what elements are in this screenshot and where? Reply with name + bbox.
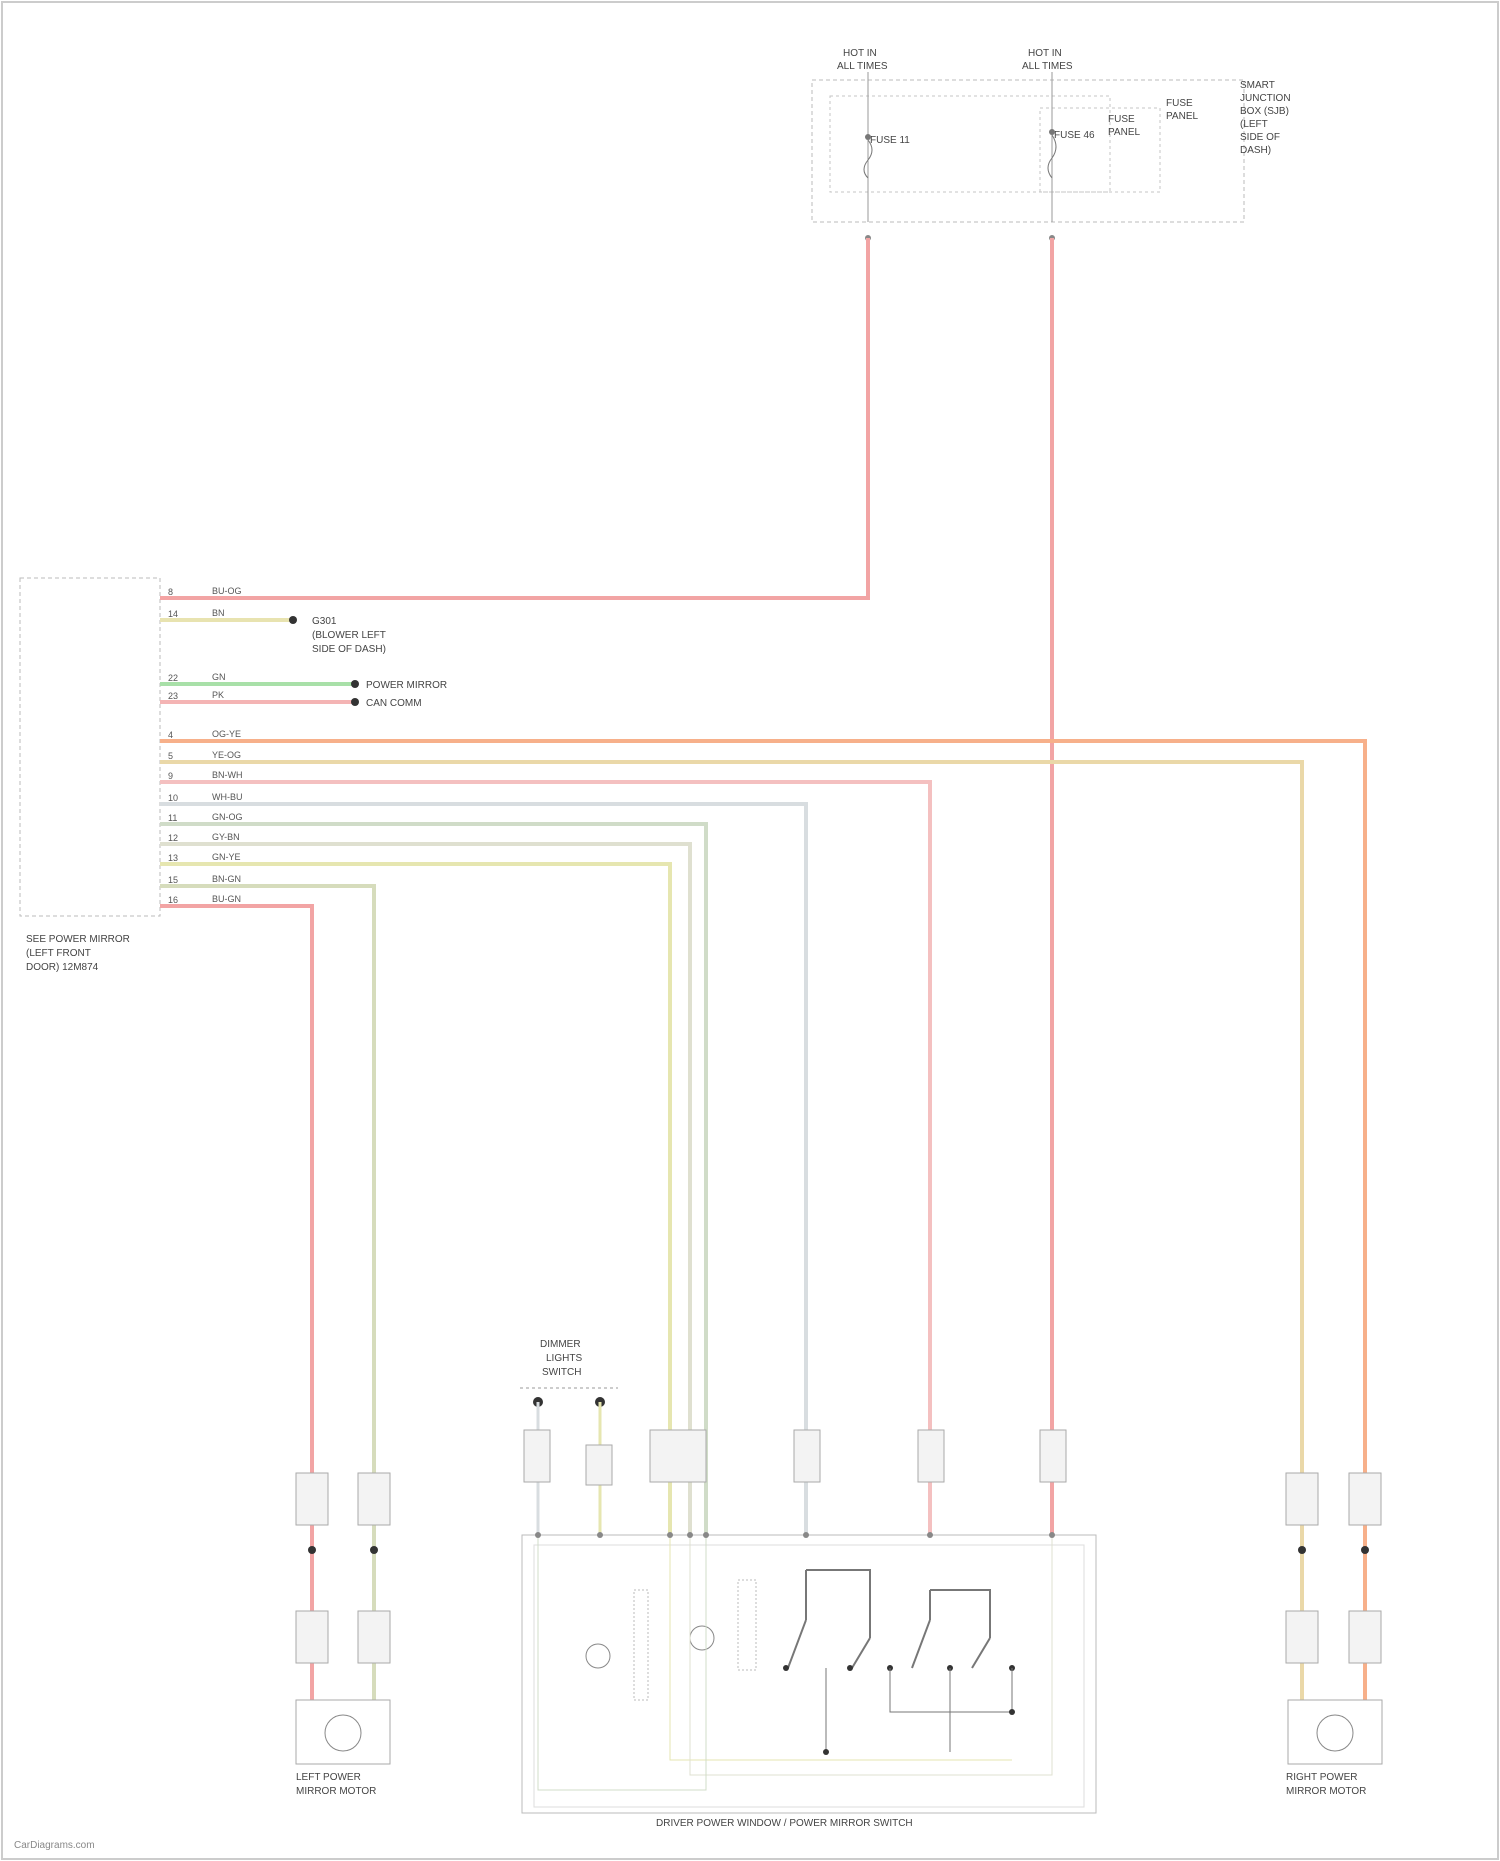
switch-lamp-icon — [690, 1626, 714, 1650]
feed-left-line1: HOT IN — [843, 48, 877, 59]
power-mirror-module: SEE POWER MIRROR (LEFT FRONT DOOR) 12M87… — [20, 578, 160, 973]
module-wire-code: GY-BN — [212, 832, 240, 842]
module-wire-code: YE-OG — [212, 750, 241, 760]
dimmer-label-1: DIMMER — [540, 1339, 581, 1350]
feed-left-line2: ALL TIMES — [837, 61, 888, 72]
left-motor-icon — [325, 1715, 361, 1751]
module-wire-code: GN-OG — [212, 812, 243, 822]
module-pin-number: 5 — [168, 751, 173, 761]
fuse-box-title-4: (LEFT — [1240, 119, 1268, 130]
ref-dot-can — [351, 698, 359, 706]
right-mirror-motor: RIGHT POWER MIRROR MOTOR — [1286, 1473, 1382, 1797]
ref-g301-3: SIDE OF DASH) — [312, 644, 386, 655]
watermark: CarDiagrams.com — [14, 1840, 95, 1851]
fuse-panel-label-1a: FUSE — [1108, 114, 1135, 125]
fuse-box: HOT IN ALL TIMES HOT IN ALL TIMES SMART … — [812, 48, 1291, 241]
g301-ground-dot — [289, 616, 297, 624]
dimmer-lamp-icon — [586, 1644, 610, 1668]
module-pin-number: 14 — [168, 609, 178, 619]
module-wire-code: GN-YE — [212, 852, 241, 862]
module-pin-number: 16 — [168, 895, 178, 905]
module-wire-code: PK — [212, 690, 224, 700]
fuse-panel-label-2b: PANEL — [1166, 111, 1198, 122]
module-wire-code: BN-WH — [212, 770, 243, 780]
module-pin-number: 9 — [168, 771, 173, 781]
module-wire-code: BU-OG — [212, 586, 242, 596]
module-pin-number: 12 — [168, 833, 178, 843]
fuse-box-title-6: DASH) — [1240, 145, 1271, 156]
module-label-3: DOOR) 12M874 — [26, 962, 99, 973]
ref-g301-2: (BLOWER LEFT — [312, 630, 386, 641]
fuse-box-title-1: SMART — [1240, 80, 1275, 91]
left-mirror-motor: LEFT POWER MIRROR MOTOR — [296, 1473, 390, 1797]
module-pin-number: 22 — [168, 673, 178, 683]
module-wire-code: WH-BU — [212, 792, 243, 802]
module-wire-code: OG-YE — [212, 729, 241, 739]
fuse-box-title-3: BOX (SJB) — [1240, 106, 1289, 117]
fuse-11-label: FUSE 11 — [870, 135, 910, 146]
feed-right-line2: ALL TIMES — [1022, 61, 1073, 72]
module-wire-code: BN-GN — [212, 874, 241, 884]
module-pin-number: 15 — [168, 875, 178, 885]
driver-switch: DRIVER POWER WINDOW / POWER MIRROR SWITC… — [522, 1535, 1096, 1829]
driver-switch-label: DRIVER POWER WINDOW / POWER MIRROR SWITC… — [656, 1818, 913, 1829]
module-label-1: SEE POWER MIRROR — [26, 934, 130, 945]
right-mirror-label-2: MIRROR MOTOR — [1286, 1786, 1366, 1797]
module-label-2: (LEFT FRONT — [26, 948, 91, 959]
left-mirror-label-1: LEFT POWER — [296, 1772, 361, 1783]
module-wire-group: 8 BU-OG 14 BN 22 GN 23 PK 4 OG-YE 5 YE-OG 9 BN-WH 10 WH… — [160, 586, 243, 906]
right-motor-icon — [1317, 1715, 1353, 1751]
module-pin-number: 13 — [168, 853, 178, 863]
module-pin-number: 4 — [168, 730, 173, 740]
dimmer-switch: DIMMER LIGHTS SWITCH — [520, 1339, 618, 1535]
fuse-box-title-2: JUNCTION — [1240, 93, 1291, 104]
ref-dot-power-mirror — [351, 680, 359, 688]
fuse-46-label: FUSE 46 — [1054, 130, 1095, 141]
ref-power-mirror: POWER MIRROR — [366, 680, 447, 691]
module-pin-number: 23 — [168, 691, 178, 701]
fuse-panel-label-1b: PANEL — [1108, 127, 1140, 138]
right-mirror-label-1: RIGHT POWER — [1286, 1772, 1357, 1783]
fuse-box-title-5: SIDE OF — [1240, 132, 1280, 143]
dimmer-label-3: SWITCH — [542, 1367, 581, 1378]
switch-connectors — [650, 1430, 1066, 1482]
module-wire-code: BN — [212, 608, 225, 618]
bus-wires — [170, 741, 1365, 1700]
feed-right-line1: HOT IN — [1028, 48, 1062, 59]
left-mirror-label-2: MIRROR MOTOR — [296, 1786, 376, 1797]
ref-can-comm: CAN COMM — [366, 698, 422, 709]
fuse-panel-label-2a: FUSE — [1166, 98, 1193, 109]
ref-g301-1: G301 — [312, 616, 337, 627]
module-wire-code: BU-GN — [212, 894, 241, 904]
module-pin-number: 10 — [168, 793, 178, 803]
module-wire-code: GN — [212, 672, 226, 682]
module-pin-number: 8 — [168, 587, 173, 597]
dimmer-label-2: LIGHTS — [546, 1353, 582, 1364]
module-pin-number: 11 — [168, 813, 177, 823]
